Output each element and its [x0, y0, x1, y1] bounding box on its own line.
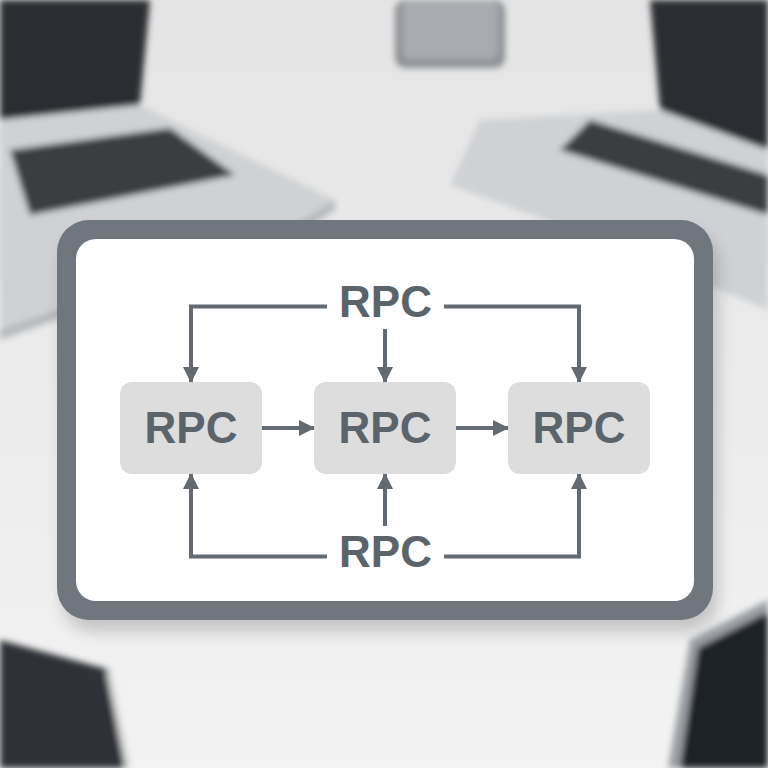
- node-label: RPC: [533, 404, 626, 452]
- pen-cup: [395, 0, 505, 68]
- node-label: RPC: [145, 404, 238, 452]
- arrow-connector: [191, 307, 327, 383]
- arrow-connector: [383, 474, 387, 526]
- card-border: [57, 220, 713, 620]
- arrow-connector: [456, 426, 508, 430]
- text-node: RPC: [333, 276, 438, 329]
- node-label: RPC: [339, 404, 432, 452]
- card-face: [76, 239, 694, 601]
- notebook: [0, 640, 130, 768]
- process-box: RPC: [314, 382, 456, 474]
- arrow-connector: [444, 307, 579, 383]
- node-label: RPC: [339, 528, 432, 576]
- card-shadow: [62, 232, 718, 632]
- node-label: RPC: [339, 278, 432, 326]
- arrow-connector: [383, 329, 387, 382]
- arrow-connector: [191, 474, 327, 557]
- arrow-connector: [444, 474, 579, 557]
- process-box: RPC: [508, 382, 650, 474]
- text-node: RPC: [333, 526, 438, 579]
- arrow-connector: [262, 426, 314, 430]
- process-box: RPC: [120, 382, 262, 474]
